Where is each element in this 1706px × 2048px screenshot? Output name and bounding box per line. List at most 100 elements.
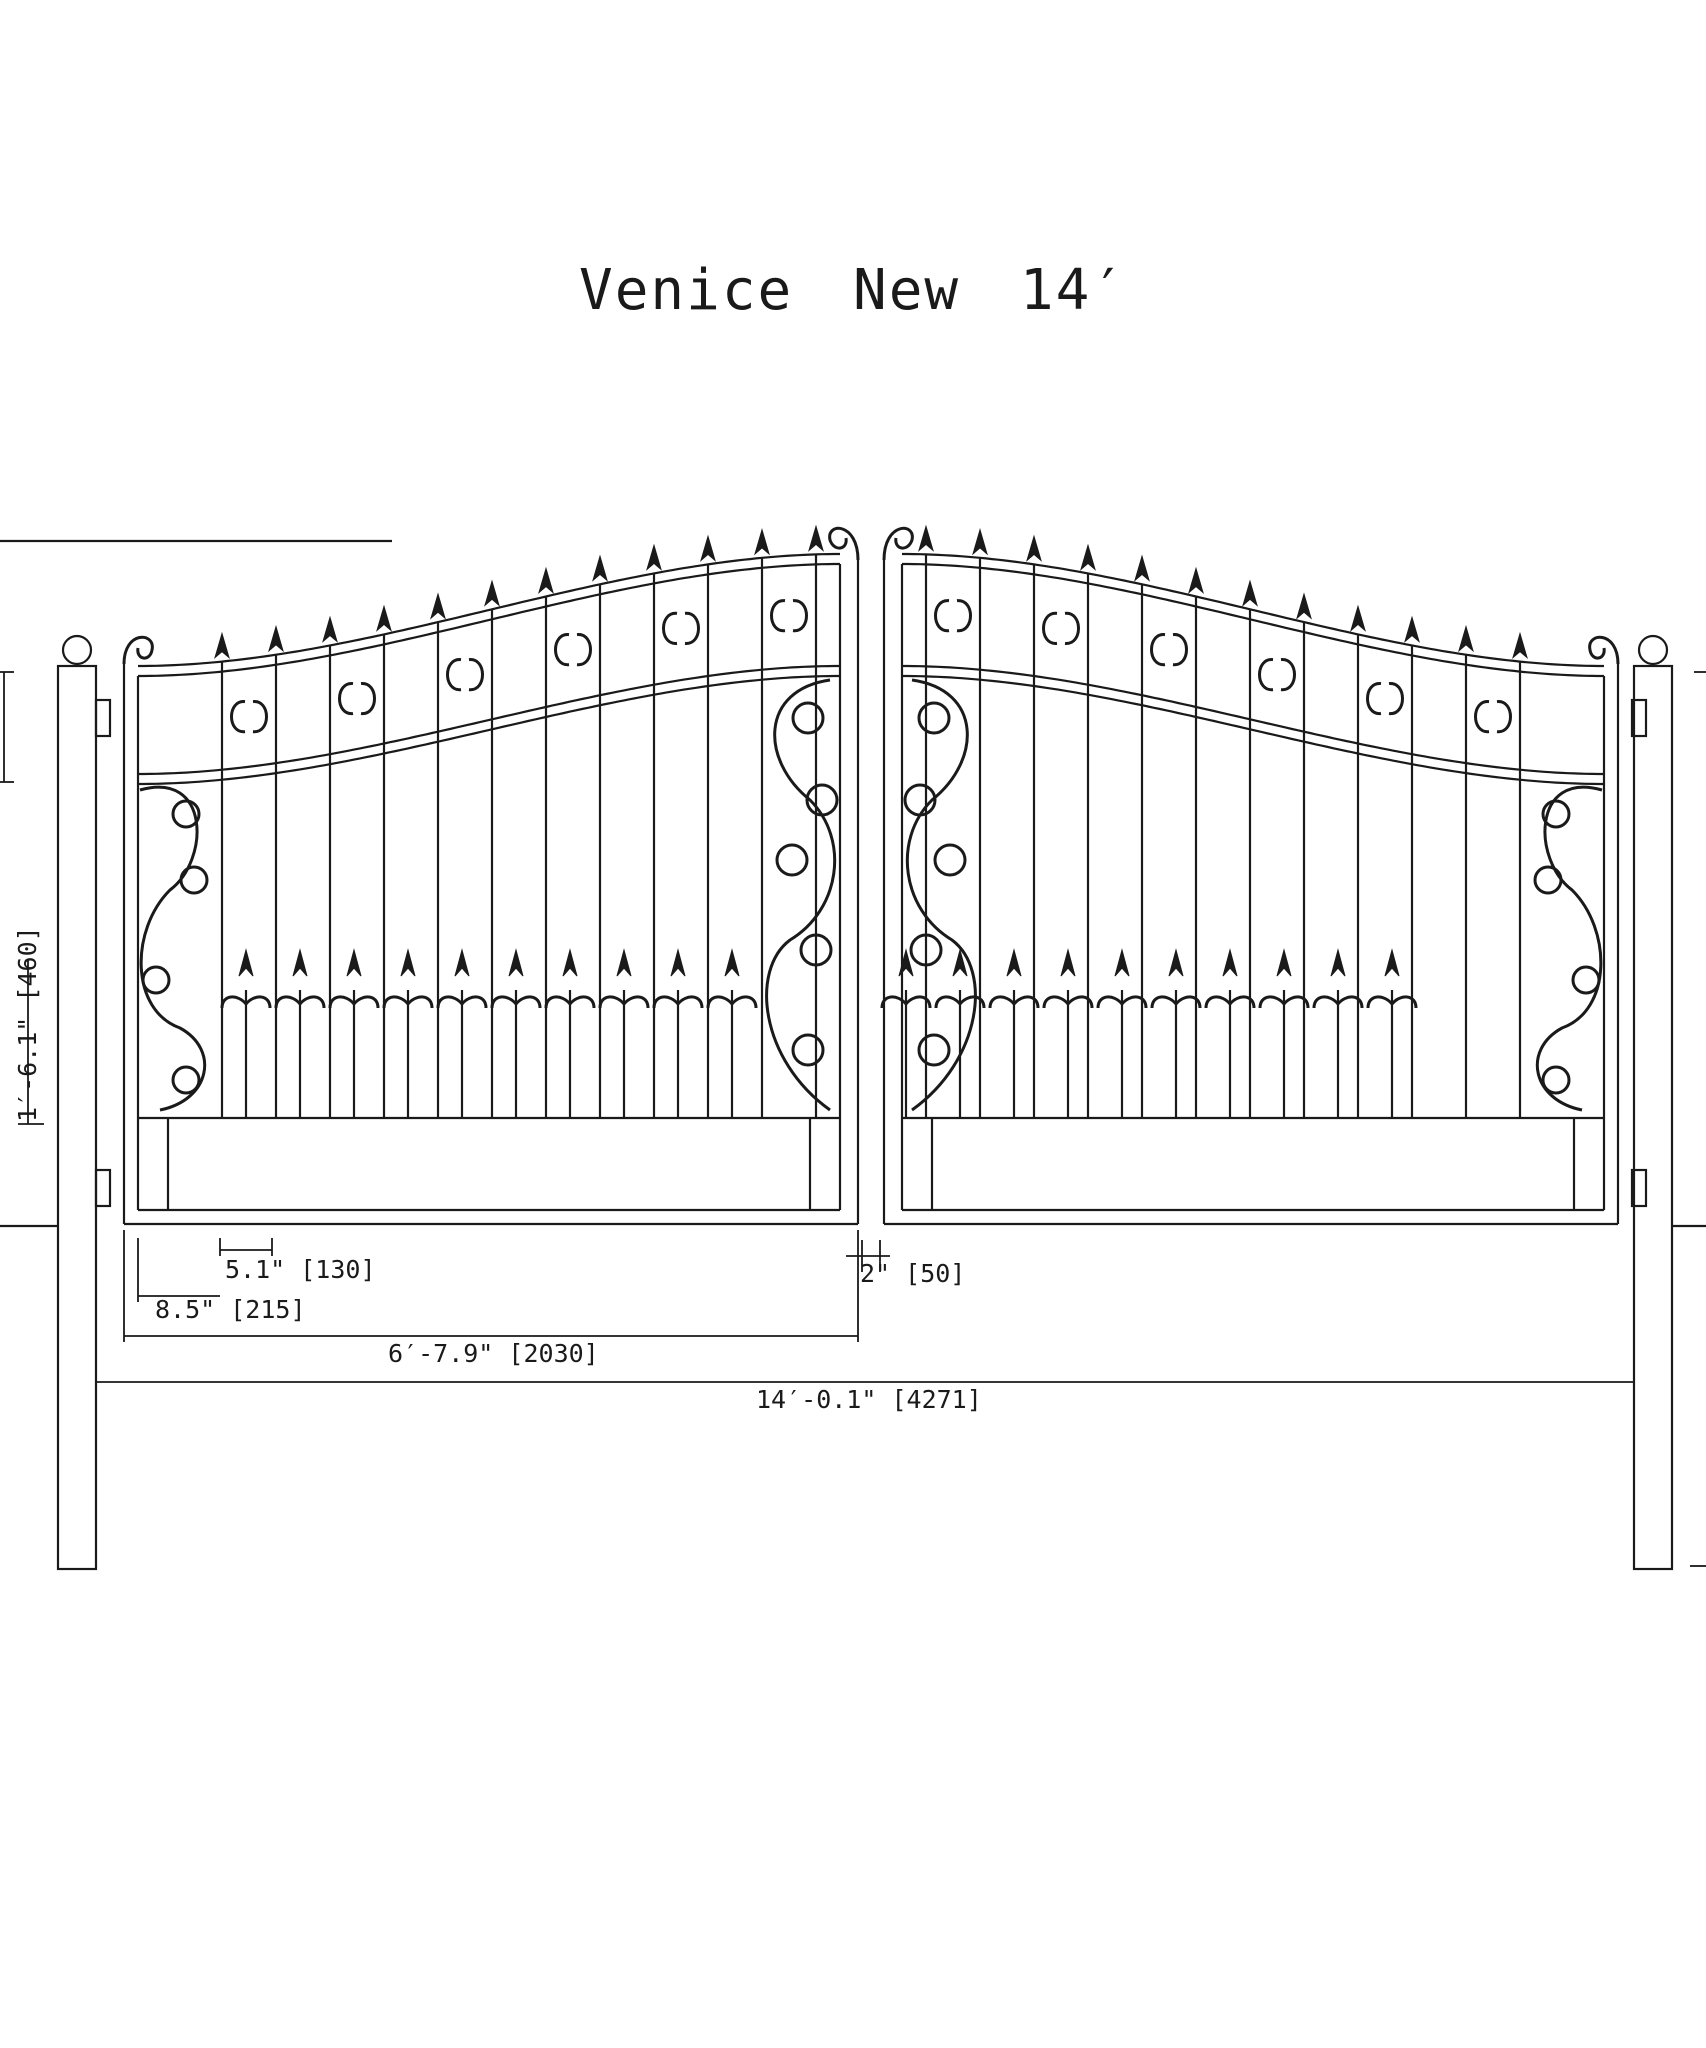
left-puppy-finial — [562, 948, 578, 977]
right-finial — [1134, 554, 1150, 582]
left-finial — [268, 624, 284, 653]
right-center-cap — [882, 526, 914, 561]
right-c-scroll — [1388, 682, 1404, 716]
right-scroll-curl — [933, 843, 967, 877]
right-c-scroll — [1496, 700, 1512, 734]
right-puppy-finial — [1168, 948, 1184, 977]
right-arch-rail — [902, 664, 1604, 776]
left-puppy-finial — [346, 948, 362, 977]
dim-edge-offset: 8.5" [215] — [155, 1295, 306, 1324]
right-puppy-scroll — [1042, 995, 1094, 1009]
left-finial — [646, 543, 662, 571]
right-finial — [1350, 604, 1366, 632]
right-hinge — [1630, 1168, 1648, 1208]
left-puppy-finial — [238, 948, 254, 977]
left-puppy-finial — [724, 948, 740, 977]
right-puppy-finial — [1114, 948, 1130, 977]
right-puppy-finial — [1006, 948, 1022, 977]
left-scroll-curl — [171, 1065, 201, 1095]
left-puppy-scroll — [490, 995, 542, 1009]
left-c-scroll — [252, 700, 268, 734]
right-c-scroll — [1258, 658, 1274, 692]
dim-leaf-width: 6′-7.9" [2030] — [388, 1339, 599, 1368]
right-c-scroll — [1366, 682, 1382, 716]
left-scroll-curl — [171, 799, 201, 829]
dim-center-gap: 2" [50] — [860, 1259, 965, 1288]
right-c-scroll — [1474, 700, 1490, 734]
left-top-rail — [138, 562, 840, 678]
left-puppy-scroll — [220, 995, 272, 1009]
right-c-scroll — [1042, 611, 1058, 645]
right-arch-rail-lower — [902, 674, 1604, 786]
left-post — [56, 664, 98, 1571]
right-puppy-finial — [1330, 948, 1346, 977]
right-stile-cap — [1588, 635, 1620, 665]
left-c-scroll — [662, 611, 678, 645]
right-top-rail-upper — [902, 552, 1604, 668]
left-puppy-finial — [400, 948, 416, 977]
right-finial — [1404, 615, 1420, 643]
left-finial — [808, 524, 824, 552]
right-puppy-finial — [952, 948, 968, 977]
left-arch-rail — [138, 664, 840, 776]
left-top-rail-upper — [138, 552, 840, 668]
right-post-cap — [1637, 634, 1669, 666]
right-scroll-curl — [917, 701, 951, 735]
left-finial — [214, 631, 230, 660]
right-scroll-curl — [909, 933, 943, 967]
left-c-scroll — [360, 682, 376, 716]
left-puppy-finial — [616, 948, 632, 977]
left-puppy-scroll — [652, 995, 704, 1009]
right-post — [1632, 664, 1674, 1571]
right-finial — [1296, 592, 1312, 620]
right-c-scroll — [1150, 633, 1166, 667]
right-scroll-curl — [1541, 1065, 1571, 1095]
right-c-scroll — [1280, 658, 1296, 692]
left-c-scroll — [576, 633, 592, 667]
left-scroll-curl — [791, 1033, 825, 1067]
left-scroll-curl — [805, 783, 839, 817]
left-c-scroll — [230, 700, 246, 734]
left-c-scroll — [468, 658, 484, 692]
right-finial — [1080, 543, 1096, 571]
right-puppy-scroll — [1150, 995, 1202, 1009]
dim-puppy-height: 1′-6.1" [460] — [13, 926, 42, 1122]
right-puppy-scroll — [1096, 995, 1148, 1009]
right-puppy-scroll — [1258, 995, 1310, 1009]
right-finial — [1242, 579, 1258, 607]
left-c-scroll — [338, 682, 354, 716]
left-finial — [430, 592, 446, 620]
left-c-scroll — [446, 658, 462, 692]
left-post-cap — [61, 634, 93, 666]
left-arch-rail-lower — [138, 674, 840, 786]
left-center-cap — [828, 526, 860, 561]
right-finial — [1458, 624, 1474, 653]
drawing-title: Venice New 14′ — [578, 258, 1127, 323]
left-finial — [376, 604, 392, 632]
left-c-scroll — [684, 611, 700, 645]
right-scroll-curl — [917, 1033, 951, 1067]
right-hinge — [1630, 698, 1648, 738]
right-puppy-finial — [1222, 948, 1238, 977]
left-finial — [538, 566, 554, 594]
left-puppy-finial — [508, 948, 524, 977]
right-puppy-scroll — [1204, 995, 1256, 1009]
left-puppy-scroll — [598, 995, 650, 1009]
right-finial — [972, 528, 988, 556]
left-puppy-scroll — [706, 995, 758, 1009]
right-puppy-finial — [1060, 948, 1076, 977]
left-scroll-curl — [799, 933, 833, 967]
left-scroll-curl — [791, 701, 825, 735]
left-puppy-scroll — [436, 995, 488, 1009]
left-finial — [592, 554, 608, 582]
right-puppy-finial — [1276, 948, 1292, 977]
right-c-scroll — [934, 599, 950, 633]
left-c-scroll — [792, 599, 808, 633]
right-puppy-finial — [1384, 948, 1400, 977]
right-puppy-scroll — [1366, 995, 1418, 1009]
right-puppy-finial — [898, 948, 914, 977]
left-finial — [322, 615, 338, 643]
right-s-scroll-inner — [905, 678, 977, 1112]
left-puppy-scroll — [274, 995, 326, 1009]
